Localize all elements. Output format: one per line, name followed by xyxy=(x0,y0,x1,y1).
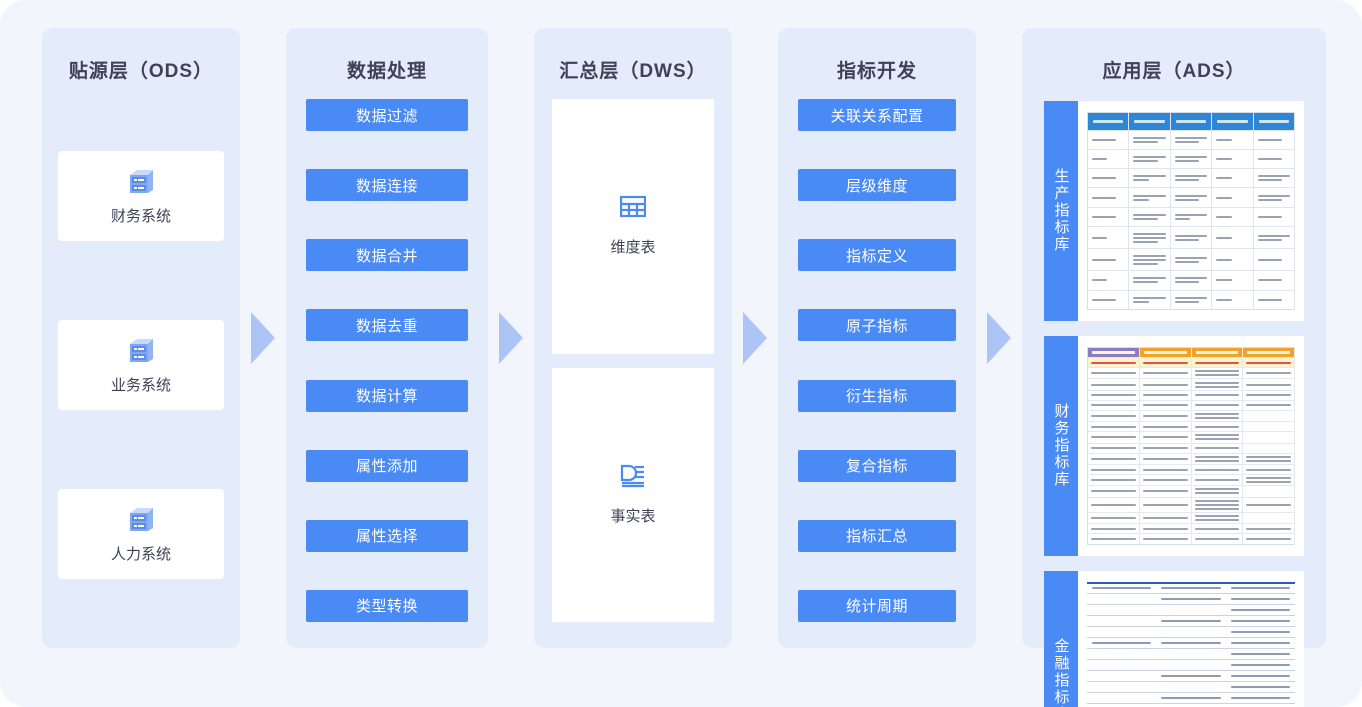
arrow-connector-3 xyxy=(732,28,778,648)
ads-library-list: 生产指标库 xyxy=(1022,93,1326,707)
ads-thumbnail-finance xyxy=(1078,335,1304,556)
processing-step-data-filter[interactable]: 数据过滤 xyxy=(306,99,468,131)
arrow-right-icon xyxy=(987,312,1011,364)
kpi-step-relation-config[interactable]: 关联关系配置 xyxy=(798,99,956,131)
arrow-right-icon xyxy=(743,312,767,364)
ads-library-tab-label: 金融指标库 xyxy=(1044,570,1078,707)
source-label: 业务系统 xyxy=(110,376,171,394)
dws-card-fact-table[interactable]: 事实表 xyxy=(552,367,714,622)
table-grid-icon xyxy=(619,195,647,224)
arrow-right-icon xyxy=(251,312,275,364)
ads-thumbnail-financial xyxy=(1078,570,1304,707)
ads-library-production[interactable]: 生产指标库 xyxy=(1044,101,1304,321)
processing-step-type-convert[interactable]: 类型转换 xyxy=(306,589,468,622)
processing-step-dedupe[interactable]: 数据去重 xyxy=(306,309,468,342)
ads-library-financial[interactable]: 金融指标库 xyxy=(1044,570,1304,707)
column-ads: 应用层（ADS） 生产指标库 xyxy=(1022,28,1326,707)
processing-step-data-join[interactable]: 数据连接 xyxy=(306,169,468,202)
column-kpi-development: 指标开发 关联关系配置 层级维度 指标定义 原子指标 衍生指标 复合指标 指标汇… xyxy=(778,28,976,648)
column-title-ods: 贴源层（ODS） xyxy=(68,61,214,82)
column-ods: 贴源层（ODS） xyxy=(42,28,240,648)
source-card-business[interactable]: 业务系统 xyxy=(58,319,224,410)
kpi-step-derived-metric[interactable]: 衍生指标 xyxy=(798,379,956,412)
column-title-dws: 汇总层（DWS） xyxy=(559,61,707,82)
column-data-processing: 数据处理 数据过滤 数据连接 数据合并 数据去重 数据计算 属性添加 属性选择 … xyxy=(286,28,488,648)
server-icon xyxy=(126,504,156,534)
kpi-step-composite-metric[interactable]: 复合指标 xyxy=(798,449,956,482)
server-icon xyxy=(126,335,156,365)
ods-source-list: 财务系统 xyxy=(42,93,240,648)
column-title-data-processing: 数据处理 xyxy=(346,61,427,82)
dws-table-list: 维度表 事实表 xyxy=(534,93,732,648)
column-title-ads: 应用层（ADS） xyxy=(1102,61,1246,82)
arrow-right-icon xyxy=(499,312,523,364)
column-title-kpi-development: 指标开发 xyxy=(836,61,917,82)
ads-library-finance[interactable]: 财务指标库 xyxy=(1044,335,1304,556)
ads-library-tab-label: 财务指标库 xyxy=(1044,335,1078,556)
server-icon xyxy=(126,166,156,196)
kpi-step-metric-definition[interactable]: 指标定义 xyxy=(798,239,956,272)
arrow-connector-1 xyxy=(240,28,286,648)
thumbnail-table xyxy=(1087,346,1295,545)
thumbnail-table xyxy=(1087,582,1295,707)
processing-step-list: 数据过滤 数据连接 数据合并 数据去重 数据计算 属性添加 属性选择 类型转换 xyxy=(286,93,488,648)
kpi-step-metric-summary[interactable]: 指标汇总 xyxy=(798,519,956,552)
thumbnail-table xyxy=(1087,112,1296,310)
ads-thumbnail-production xyxy=(1078,101,1304,321)
dws-table-label: 事实表 xyxy=(610,507,656,525)
source-label: 人力系统 xyxy=(110,545,171,563)
processing-step-data-merge[interactable]: 数据合并 xyxy=(306,239,468,272)
processing-step-select-attr[interactable]: 属性选择 xyxy=(306,519,468,552)
kpi-step-stat-period[interactable]: 统计周期 xyxy=(798,589,956,622)
arrow-connector-2 xyxy=(488,28,534,648)
kpi-step-hierarchy-dim[interactable]: 层级维度 xyxy=(798,169,956,202)
dws-card-dimension-table[interactable]: 维度表 xyxy=(552,99,714,354)
arrow-connector-4 xyxy=(976,28,1022,648)
processing-step-compute[interactable]: 数据计算 xyxy=(306,379,468,412)
column-dws: 汇总层（DWS） 维度表 xyxy=(534,28,732,648)
dws-table-label: 维度表 xyxy=(610,239,656,257)
source-card-finance[interactable]: 财务系统 xyxy=(58,150,224,241)
kpi-step-atomic-metric[interactable]: 原子指标 xyxy=(798,309,956,342)
processing-step-add-attr[interactable]: 属性添加 xyxy=(306,449,468,482)
ads-library-tab-label: 生产指标库 xyxy=(1044,101,1078,321)
kpi-step-list: 关联关系配置 层级维度 指标定义 原子指标 衍生指标 复合指标 指标汇总 统计周… xyxy=(778,93,976,648)
source-card-hr[interactable]: 人力系统 xyxy=(58,488,224,579)
document-lines-icon xyxy=(620,464,646,493)
source-label: 财务系统 xyxy=(110,207,171,225)
